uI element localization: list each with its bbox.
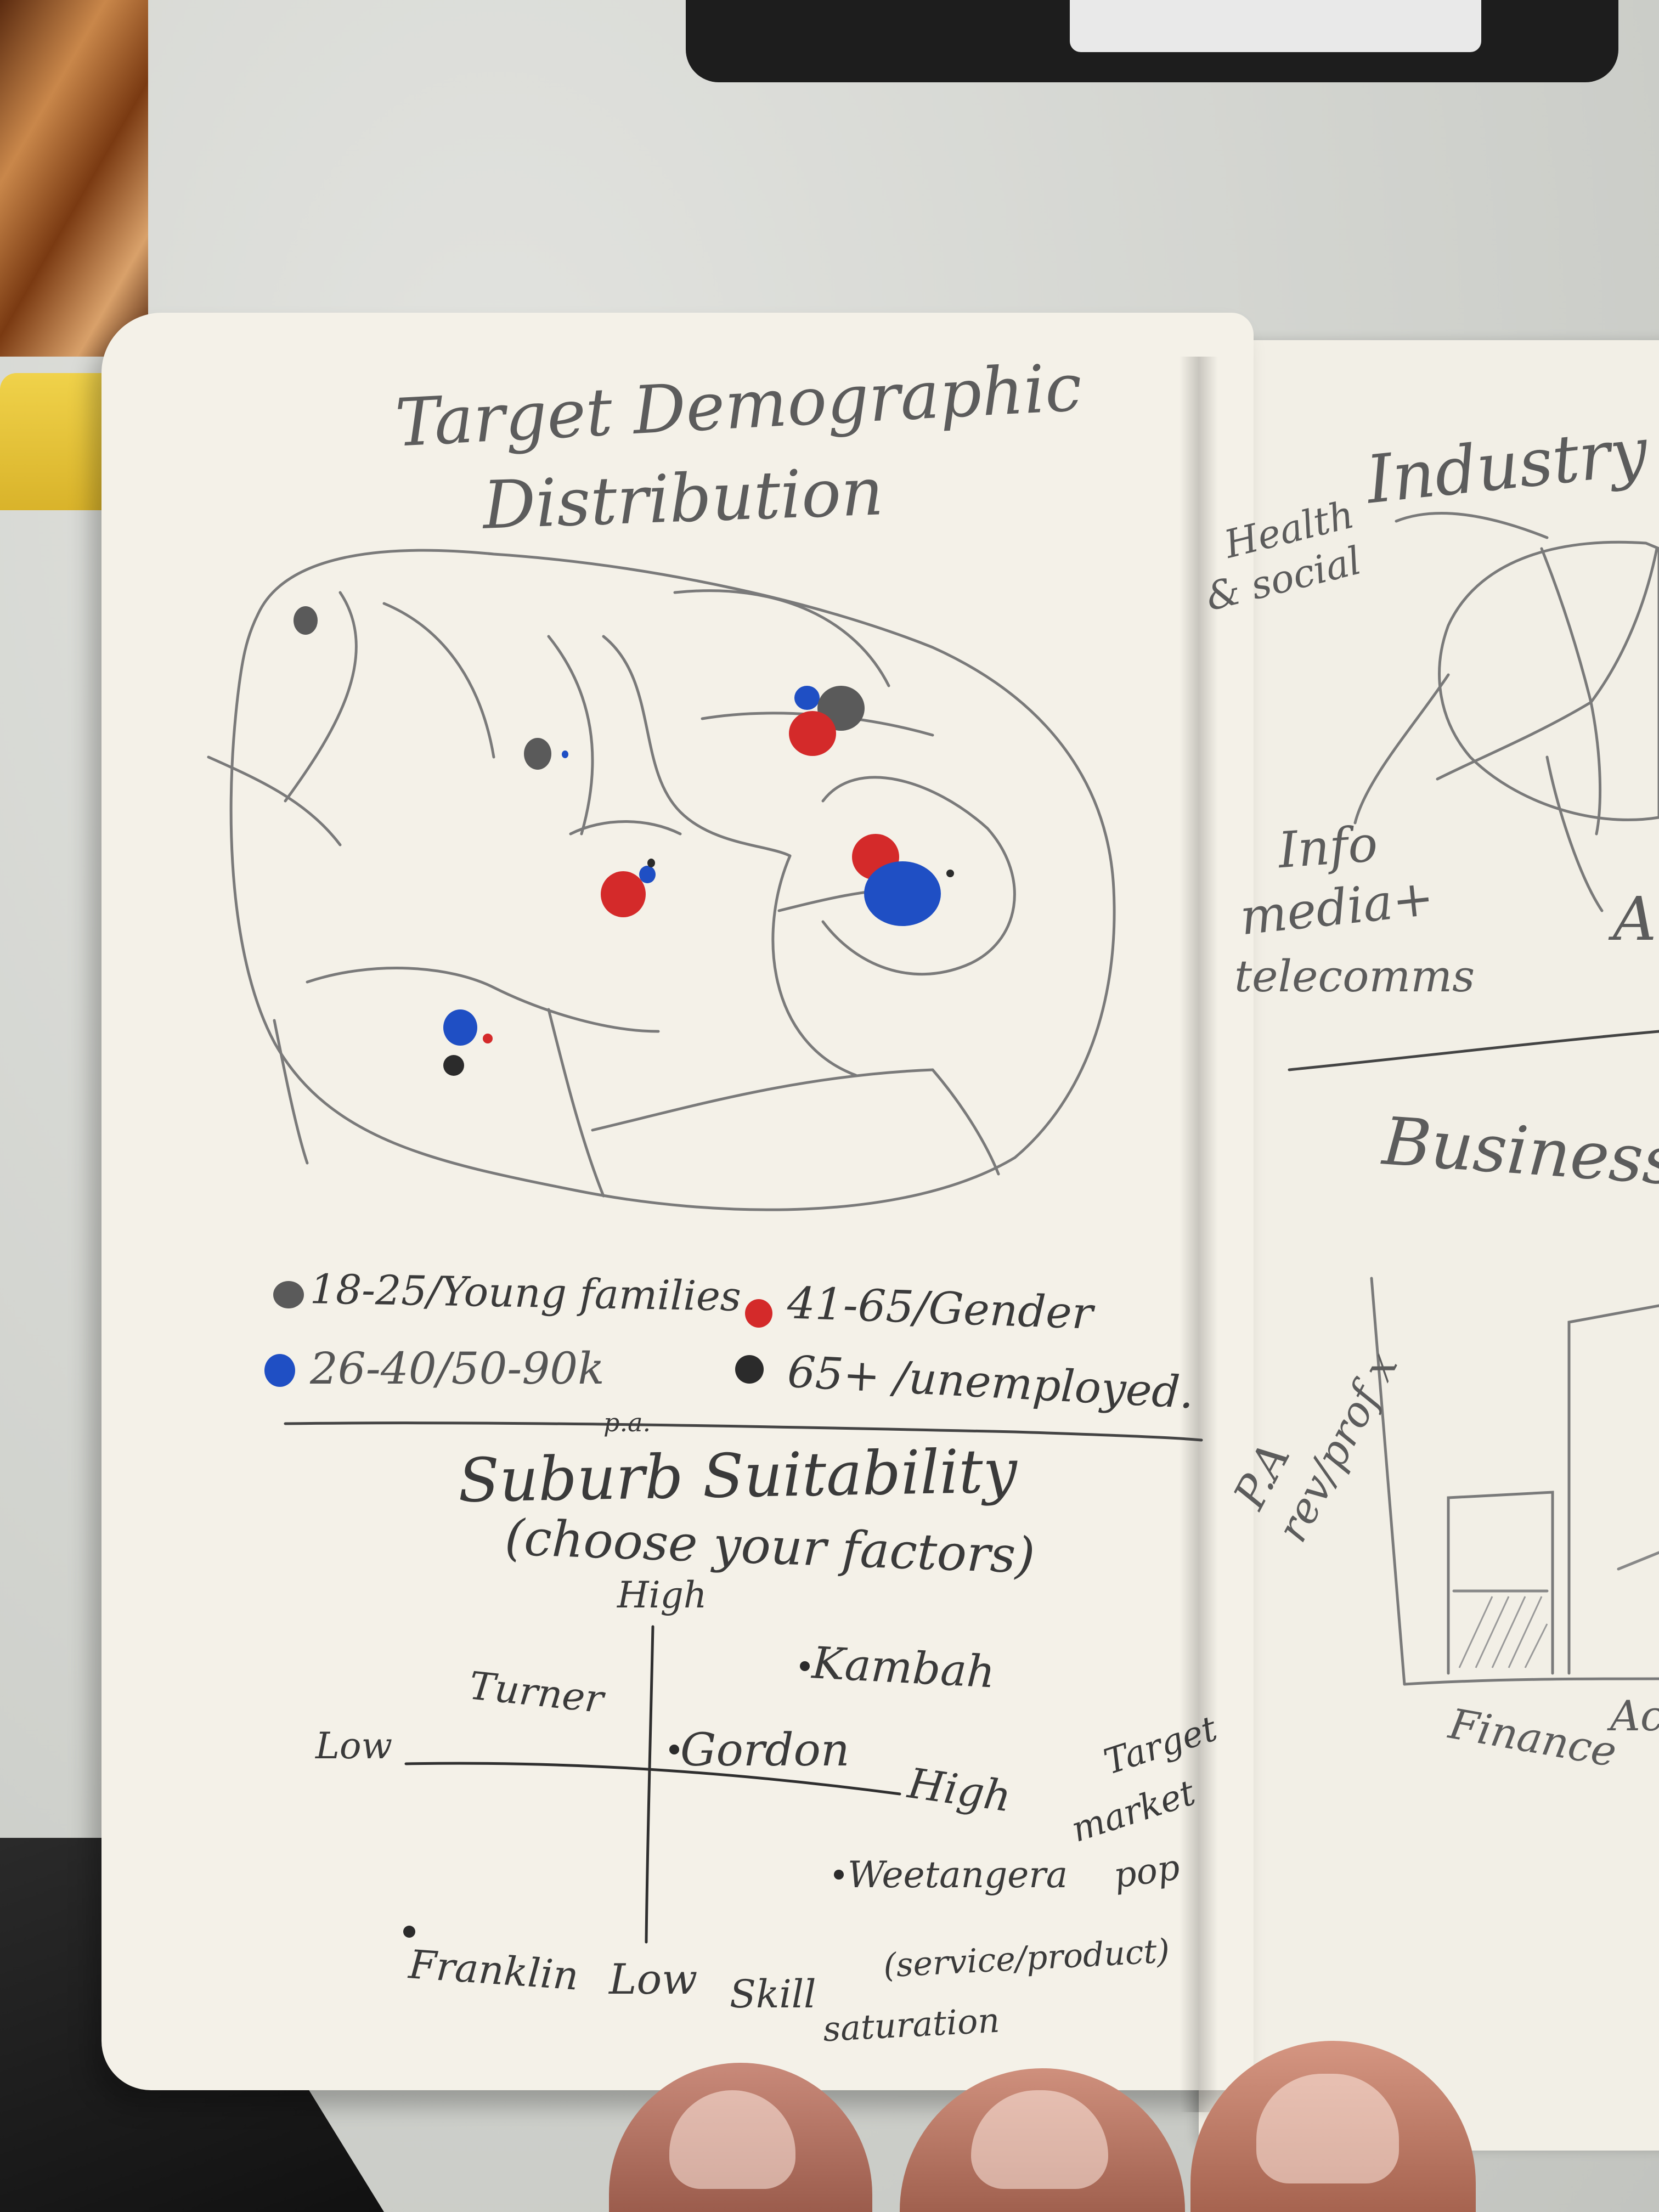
suburb-dot bbox=[800, 1661, 810, 1671]
axis-x-label-3: pop bbox=[1111, 1847, 1183, 1897]
axis-y-low: Low bbox=[609, 1955, 698, 2004]
dot-blue bbox=[562, 751, 568, 758]
legend-dot-black bbox=[735, 1355, 764, 1384]
suburb-dot bbox=[834, 1870, 844, 1880]
map-border-8 bbox=[569, 820, 682, 836]
axis-y-label-3: saturation bbox=[822, 2000, 1001, 2050]
axis-x-low: Low bbox=[315, 1725, 393, 1767]
suburb-label-weetangera: Weetangera bbox=[848, 1854, 1068, 1896]
map-border-3 bbox=[382, 602, 495, 759]
legend-dot-red bbox=[745, 1299, 772, 1328]
page-title-line2: Distribution bbox=[481, 454, 885, 544]
map-outline bbox=[229, 549, 1116, 1211]
dot-black bbox=[946, 870, 954, 877]
notebook-left-page bbox=[101, 313, 1254, 2090]
dot-blue bbox=[864, 861, 941, 926]
map-border-4 bbox=[547, 635, 594, 836]
legend-dot-grey bbox=[273, 1281, 304, 1308]
pie-slice-4 bbox=[1589, 701, 1602, 836]
map-border-9 bbox=[771, 854, 857, 1077]
legend-underline bbox=[284, 1421, 1203, 1442]
bar-finance bbox=[1447, 1491, 1554, 1675]
dot-blue bbox=[639, 866, 656, 883]
map-border-6 bbox=[673, 589, 890, 687]
pie-leader-1 bbox=[1395, 512, 1549, 539]
right-label-info-3: telecomms bbox=[1234, 951, 1475, 1002]
section-title: Suburb Suitability bbox=[457, 1436, 1018, 1516]
dot-blue bbox=[794, 686, 820, 710]
vertical-axis bbox=[645, 1625, 654, 1944]
dot-black bbox=[647, 859, 655, 867]
snack-wrapper bbox=[0, 0, 148, 357]
thumb-right bbox=[1190, 2041, 1476, 2212]
legend-label-grey: 18-25/Young families bbox=[309, 1266, 742, 1321]
map-border-5 bbox=[602, 635, 792, 857]
right-label-info-1: Info bbox=[1276, 815, 1380, 880]
wallet-papers bbox=[1070, 0, 1481, 52]
dot-blue bbox=[443, 1009, 477, 1046]
legend-dot-blue bbox=[264, 1354, 295, 1387]
axis-y-high: High bbox=[617, 1574, 707, 1616]
map-border-1 bbox=[284, 591, 358, 803]
legend-note: p.a. bbox=[603, 1408, 651, 1437]
suburb-label-franklin: Franklin bbox=[407, 1941, 580, 1999]
dot-red bbox=[789, 711, 836, 756]
dot-black bbox=[443, 1055, 464, 1076]
bar-chart-x-axis bbox=[1403, 1677, 1659, 1686]
suburb-label-gordon: Gordon bbox=[680, 1724, 850, 1776]
legend-label-red: 41-65/Gender bbox=[786, 1277, 1094, 1339]
map-border-16 bbox=[273, 1019, 309, 1165]
bar-tall-fill-top bbox=[1617, 1551, 1659, 1571]
map-border-13 bbox=[547, 1008, 605, 1198]
right-bar-label-a: Ac bbox=[1610, 1691, 1659, 1740]
dot-grey bbox=[294, 606, 318, 635]
map-border-14 bbox=[591, 1068, 934, 1132]
legend-label-blue: 26-40/50-90k bbox=[310, 1343, 605, 1394]
bar-chart-y-axis bbox=[1370, 1277, 1406, 1686]
suburb-label-kambah: Kambah bbox=[810, 1637, 996, 1698]
dot-red bbox=[601, 871, 646, 917]
right-divider bbox=[1288, 1030, 1659, 1071]
suburb-dot bbox=[403, 1926, 415, 1938]
right-label-a: A bbox=[1613, 884, 1657, 954]
axis-y-label-1: Skill bbox=[730, 1972, 816, 2017]
bar-tall bbox=[1567, 1304, 1659, 1675]
notebook-right-page bbox=[1199, 340, 1659, 2151]
pie-leader-3 bbox=[1545, 755, 1604, 912]
pie-slice-2 bbox=[1589, 547, 1658, 704]
map-border-2 bbox=[207, 755, 342, 847]
pie-leader-2 bbox=[1353, 673, 1450, 825]
right-section-title: Business bbox=[1380, 1103, 1659, 1200]
horizontal-axis bbox=[404, 1762, 901, 1796]
map-border-12 bbox=[306, 967, 660, 1033]
notebook-gutter bbox=[1180, 357, 1218, 2112]
dot-grey bbox=[524, 738, 551, 770]
suburb-dot bbox=[669, 1745, 679, 1754]
map-border-10 bbox=[821, 776, 1016, 976]
map-border-15 bbox=[931, 1068, 1000, 1176]
pie-slice-3 bbox=[1436, 701, 1593, 781]
dot-red bbox=[483, 1034, 493, 1043]
pie-outline bbox=[1438, 540, 1659, 821]
pie-slice-1 bbox=[1540, 547, 1593, 704]
